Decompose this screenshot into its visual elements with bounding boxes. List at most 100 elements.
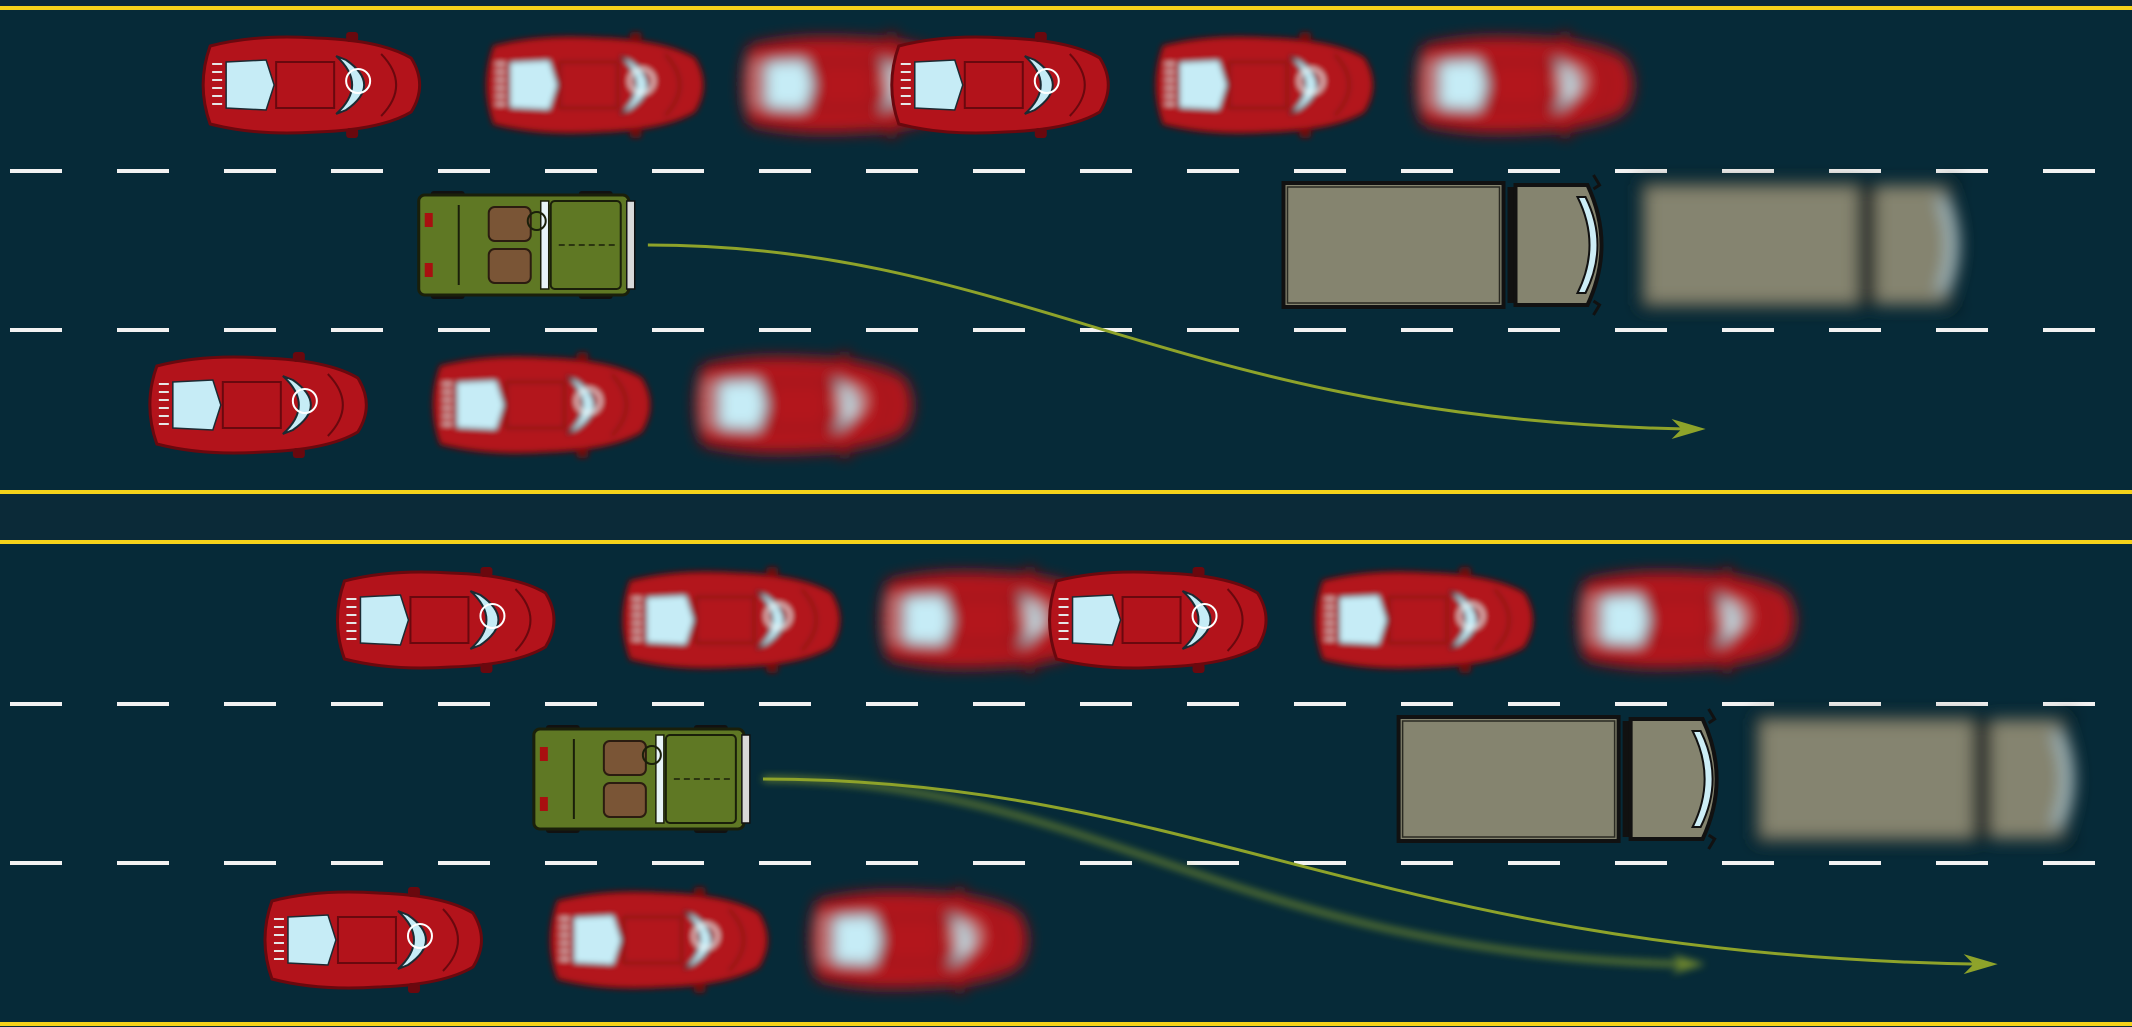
mirror-left bbox=[1721, 567, 1733, 577]
lane-dash bbox=[224, 169, 276, 173]
cabin bbox=[696, 597, 754, 643]
front-bumper bbox=[742, 735, 750, 823]
rear-window bbox=[574, 915, 622, 965]
lane-dash bbox=[1722, 861, 1774, 865]
cabin bbox=[816, 62, 874, 108]
mirror-right bbox=[839, 448, 851, 458]
car bbox=[1050, 567, 1267, 673]
lane-dash bbox=[1615, 328, 1667, 332]
lane-dash bbox=[545, 702, 597, 706]
lane-dash bbox=[1722, 328, 1774, 332]
tail-light bbox=[425, 213, 433, 227]
cabin bbox=[1651, 597, 1709, 643]
lane-dash bbox=[438, 861, 490, 865]
lane-dash bbox=[10, 328, 62, 332]
lane-dash bbox=[331, 702, 383, 706]
lane-dash bbox=[1508, 702, 1560, 706]
lane-dash bbox=[545, 861, 597, 865]
mirror-right bbox=[1035, 128, 1047, 138]
lane-dash bbox=[1508, 328, 1560, 332]
lane-dash bbox=[1615, 169, 1667, 173]
car-ghost bbox=[1156, 32, 1373, 138]
car-ghost bbox=[433, 352, 650, 458]
truck-cargo-box bbox=[1757, 717, 1977, 841]
lane-dash bbox=[1829, 169, 1881, 173]
lane-dash bbox=[652, 702, 704, 706]
mirror-left bbox=[630, 32, 642, 42]
rear-window bbox=[510, 60, 558, 110]
cabin bbox=[410, 597, 468, 643]
mirror-right bbox=[1193, 663, 1205, 673]
truck-ghost bbox=[1642, 175, 1960, 315]
mirror-left bbox=[346, 32, 358, 42]
truck bbox=[1283, 175, 1601, 315]
road-edge-line-top bbox=[0, 540, 2132, 544]
car bbox=[337, 567, 554, 673]
lane-dash bbox=[1187, 861, 1239, 865]
lane-dash bbox=[545, 169, 597, 173]
truck-cargo-box bbox=[1399, 717, 1619, 841]
truck bbox=[1399, 709, 1717, 849]
mirror-left bbox=[1193, 567, 1205, 577]
mirror-left bbox=[576, 352, 588, 362]
lane-dash bbox=[2043, 702, 2095, 706]
mirror-right bbox=[480, 663, 492, 673]
lane-dash bbox=[759, 861, 811, 865]
cabin bbox=[769, 382, 827, 428]
rear-window bbox=[719, 380, 767, 430]
lane-dash bbox=[1080, 861, 1132, 865]
road-panel-bottom bbox=[0, 540, 2132, 1026]
car-ghost bbox=[1316, 567, 1533, 673]
tail-light bbox=[540, 747, 548, 761]
lane-dash bbox=[331, 328, 383, 332]
lane-dash bbox=[438, 328, 490, 332]
lane-dash bbox=[973, 702, 1025, 706]
cabin bbox=[1389, 597, 1447, 643]
cabin bbox=[954, 597, 1012, 643]
car bbox=[203, 32, 420, 138]
lane-dash bbox=[1294, 169, 1346, 173]
rear-window bbox=[834, 915, 882, 965]
rear-window bbox=[173, 380, 221, 430]
lane-dash bbox=[545, 328, 597, 332]
seat-right bbox=[489, 249, 531, 283]
lane-dash bbox=[759, 328, 811, 332]
lane-dash bbox=[866, 169, 918, 173]
lane-dash bbox=[1936, 861, 1988, 865]
jeep bbox=[534, 725, 750, 833]
lane-dash bbox=[1508, 861, 1560, 865]
rear-window bbox=[904, 595, 952, 645]
cabin bbox=[506, 382, 564, 428]
lane-dash bbox=[331, 861, 383, 865]
mirror-right bbox=[576, 448, 588, 458]
mirror-left bbox=[1459, 567, 1471, 577]
lane-dash bbox=[1615, 861, 1667, 865]
lane-dash bbox=[117, 328, 169, 332]
lane-dash bbox=[1401, 169, 1453, 173]
lane-dash bbox=[2043, 169, 2095, 173]
rear-window bbox=[1439, 60, 1487, 110]
lane-dash bbox=[1187, 328, 1239, 332]
mirror-right bbox=[954, 983, 966, 993]
road-edge-line-top bbox=[0, 6, 2132, 10]
mirror-right bbox=[1559, 128, 1571, 138]
cabin bbox=[276, 62, 334, 108]
rear-window bbox=[288, 915, 336, 965]
lane-dash bbox=[117, 702, 169, 706]
lane-dash bbox=[652, 328, 704, 332]
mirror-right bbox=[1299, 128, 1311, 138]
cabin bbox=[560, 62, 618, 108]
car bbox=[892, 32, 1109, 138]
lane-dash bbox=[1080, 702, 1132, 706]
cabin bbox=[965, 62, 1023, 108]
mirror-left bbox=[408, 887, 420, 897]
mirror-right bbox=[1459, 663, 1471, 673]
lane-dash bbox=[1401, 328, 1453, 332]
mirror-left bbox=[954, 887, 966, 897]
lane-dash bbox=[224, 328, 276, 332]
cabin bbox=[1123, 597, 1181, 643]
lane-dash bbox=[438, 169, 490, 173]
lane-dash bbox=[1829, 861, 1881, 865]
cabin bbox=[884, 917, 942, 963]
lane-dash bbox=[1294, 702, 1346, 706]
